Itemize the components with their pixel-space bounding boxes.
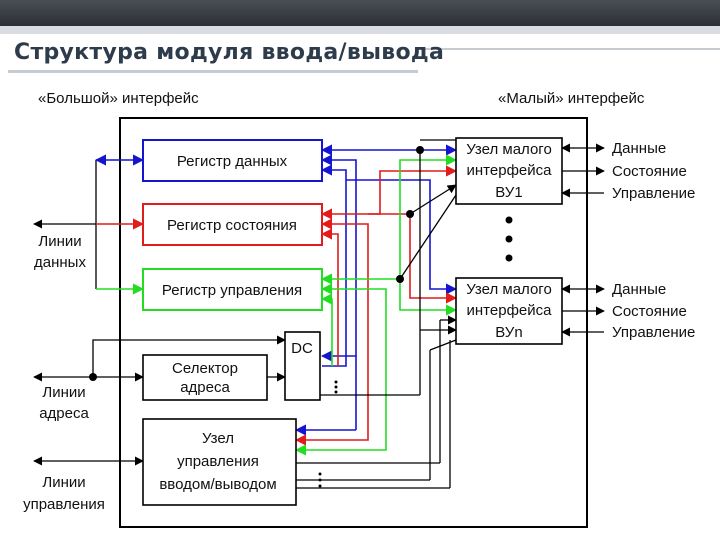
title-bar — [0, 34, 720, 74]
control-register-label: Регистр управления — [162, 282, 302, 299]
right-label-status-1: Состояние — [612, 163, 687, 180]
node-vu1-label-3: ВУ1 — [495, 184, 522, 201]
status-register-box — [142, 203, 323, 246]
slide-title: Структура модуля ввода/вывода — [14, 40, 445, 65]
header-stripe — [0, 26, 720, 34]
io-control-label-1: Узел — [202, 430, 234, 447]
big-interface-label: «Большой» интерфейс — [38, 90, 199, 107]
io-control-label-2: управления — [177, 453, 259, 470]
title-accent-lines — [420, 36, 720, 50]
data-register-label: Регистр данных — [177, 153, 288, 170]
ellipsis-dots — [318, 216, 513, 488]
right-label-data-2: Данные — [612, 281, 666, 298]
right-label-data-1: Данные — [612, 140, 666, 157]
title-underline — [8, 70, 418, 73]
node-vu1-label-2: интерфейса — [467, 162, 553, 179]
decoder-label: DC — [291, 340, 313, 357]
address-lines-label-2: адреса — [39, 405, 89, 422]
left-data-bus — [33, 154, 145, 295]
address-selector-label-1: Селектор — [172, 360, 238, 377]
right-label-control-1: Управление — [612, 185, 695, 202]
node-vu1-label-1: Узел малого — [466, 141, 552, 158]
top-header-band — [0, 0, 720, 26]
address-selector-box — [142, 354, 268, 401]
control-bus-wiring — [294, 154, 458, 456]
decoder-box — [284, 331, 321, 401]
control-lines-label-1: Линии — [42, 474, 85, 491]
node-vun-box — [455, 277, 563, 345]
data-lines-label-1: Линии — [38, 233, 81, 250]
node-vun-label-2: интерфейса — [467, 302, 553, 319]
node-vun-label-3: ВУn — [495, 324, 522, 341]
control-lines-label-2: управления — [23, 496, 105, 513]
junction-dots — [89, 146, 424, 381]
data-lines-label-2: данных — [34, 254, 86, 271]
address-lines-label-1: Линии — [42, 384, 85, 401]
control-register-box — [142, 268, 323, 311]
control-wiring — [296, 139, 457, 489]
right-label-status-2: Состояние — [612, 303, 687, 320]
data-register-box — [142, 139, 323, 182]
io-control-label-3: вводом/выводом — [159, 476, 276, 493]
small-interface-label: «Малый» интерфейс — [498, 90, 645, 107]
address-selector-label-2: адреса — [180, 379, 230, 396]
io-control-box — [142, 418, 297, 506]
right-io-arrows — [561, 143, 605, 337]
module-frame — [119, 117, 588, 528]
status-register-label: Регистр состояния — [167, 217, 297, 234]
address-wiring — [33, 335, 286, 466]
right-label-control-2: Управление — [612, 324, 695, 341]
node-vun-label-1: Узел малого — [466, 281, 552, 298]
